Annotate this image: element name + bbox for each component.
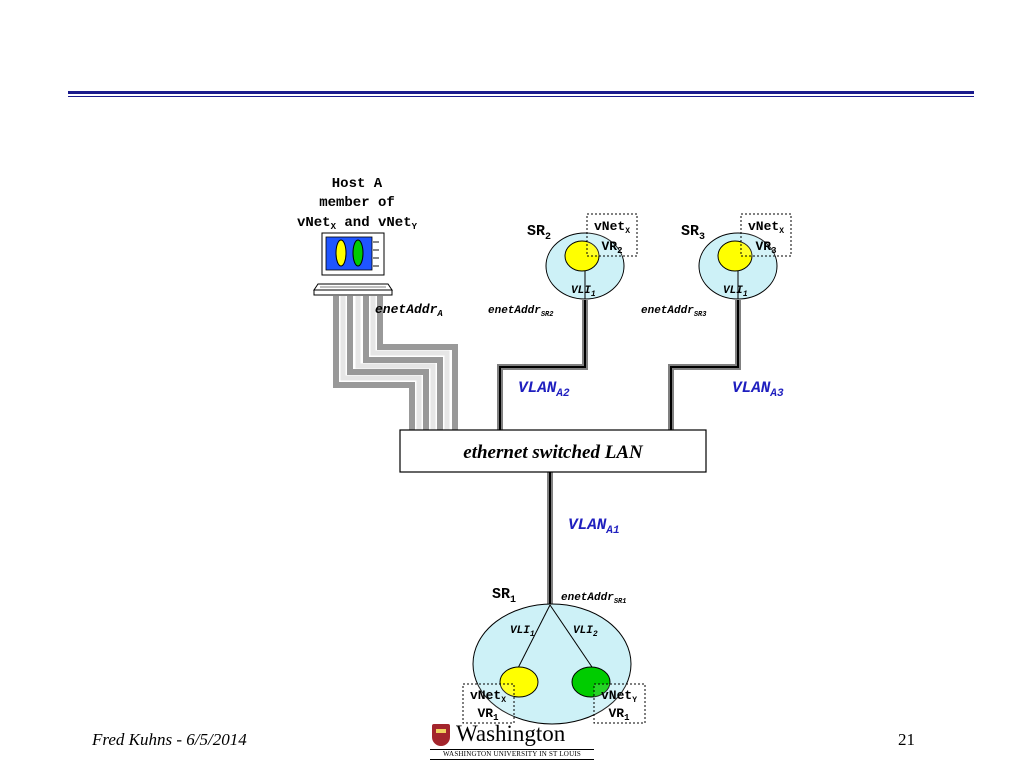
sr2-enet-addr: enetAddrSR2 [488,305,554,319]
sr2-vli-label: VLI1 [571,285,596,299]
shield-icon [432,724,450,746]
university-logo: Washington WASHINGTON UNIVERSITY IN ST L… [430,722,594,762]
vlan-a3-link [668,300,741,430]
computer-icon [313,232,393,296]
host-a-title: Host A [332,176,383,192]
title-rule-thick [68,91,974,94]
sr2-vnet-label: vNetX [594,219,630,236]
sr1-vr-right-label: VR1 [608,706,630,723]
sr3-enet-addr: enetAddrSR3 [641,305,707,319]
host-a-enet-addr: enetAddrA [375,302,443,319]
vlan-a2-link [497,300,588,430]
sr3-vr-label: VR3 [755,239,776,256]
sr2-vr-label: VR2 [601,239,622,256]
lan-label: ethernet switched LAN [463,442,644,463]
sr1-vnet-y-label: vNetY [601,688,637,705]
ethernet-lan-box [399,429,707,473]
sr2-router [545,213,638,300]
sr1-enet-addr: enetAddrSR1 [561,592,626,606]
sr1-vr-left-label: VR1 [477,706,499,723]
sr1-label: SR1 [492,586,516,606]
sr1-router [462,603,646,725]
sr3-vli-label: VLI1 [723,285,748,299]
sr1-vnet-x-label: vNetX [470,688,506,705]
sr1-vli-2-label: VLI2 [573,625,598,639]
vlan-a3-label: VLANA3 [732,379,784,400]
host-a-links [333,296,693,449]
sr2-label: SR2 [527,223,551,243]
sr3-vnet-label: vNetX [748,219,784,236]
vlan-a1-label: VLANA1 [568,516,620,537]
title-rule-thin [68,96,974,97]
sr1-vli-1-label: VLI1 [510,625,535,639]
vlan-a2-label: VLANA2 [518,379,570,400]
host-a-vnets: vNetX and vNetY [297,215,418,232]
logo-wordmark: Washington [456,721,566,746]
footer-author-date: Fred Kuhns - 6/5/2014 [92,730,247,749]
sr3-router [698,213,792,300]
logo-subtitle: WASHINGTON UNIVERSITY IN ST LOUIS [430,749,594,760]
page-number: 21 [898,730,915,749]
host-a-member-of: member of [319,195,395,211]
sr3-label: SR3 [681,223,705,243]
